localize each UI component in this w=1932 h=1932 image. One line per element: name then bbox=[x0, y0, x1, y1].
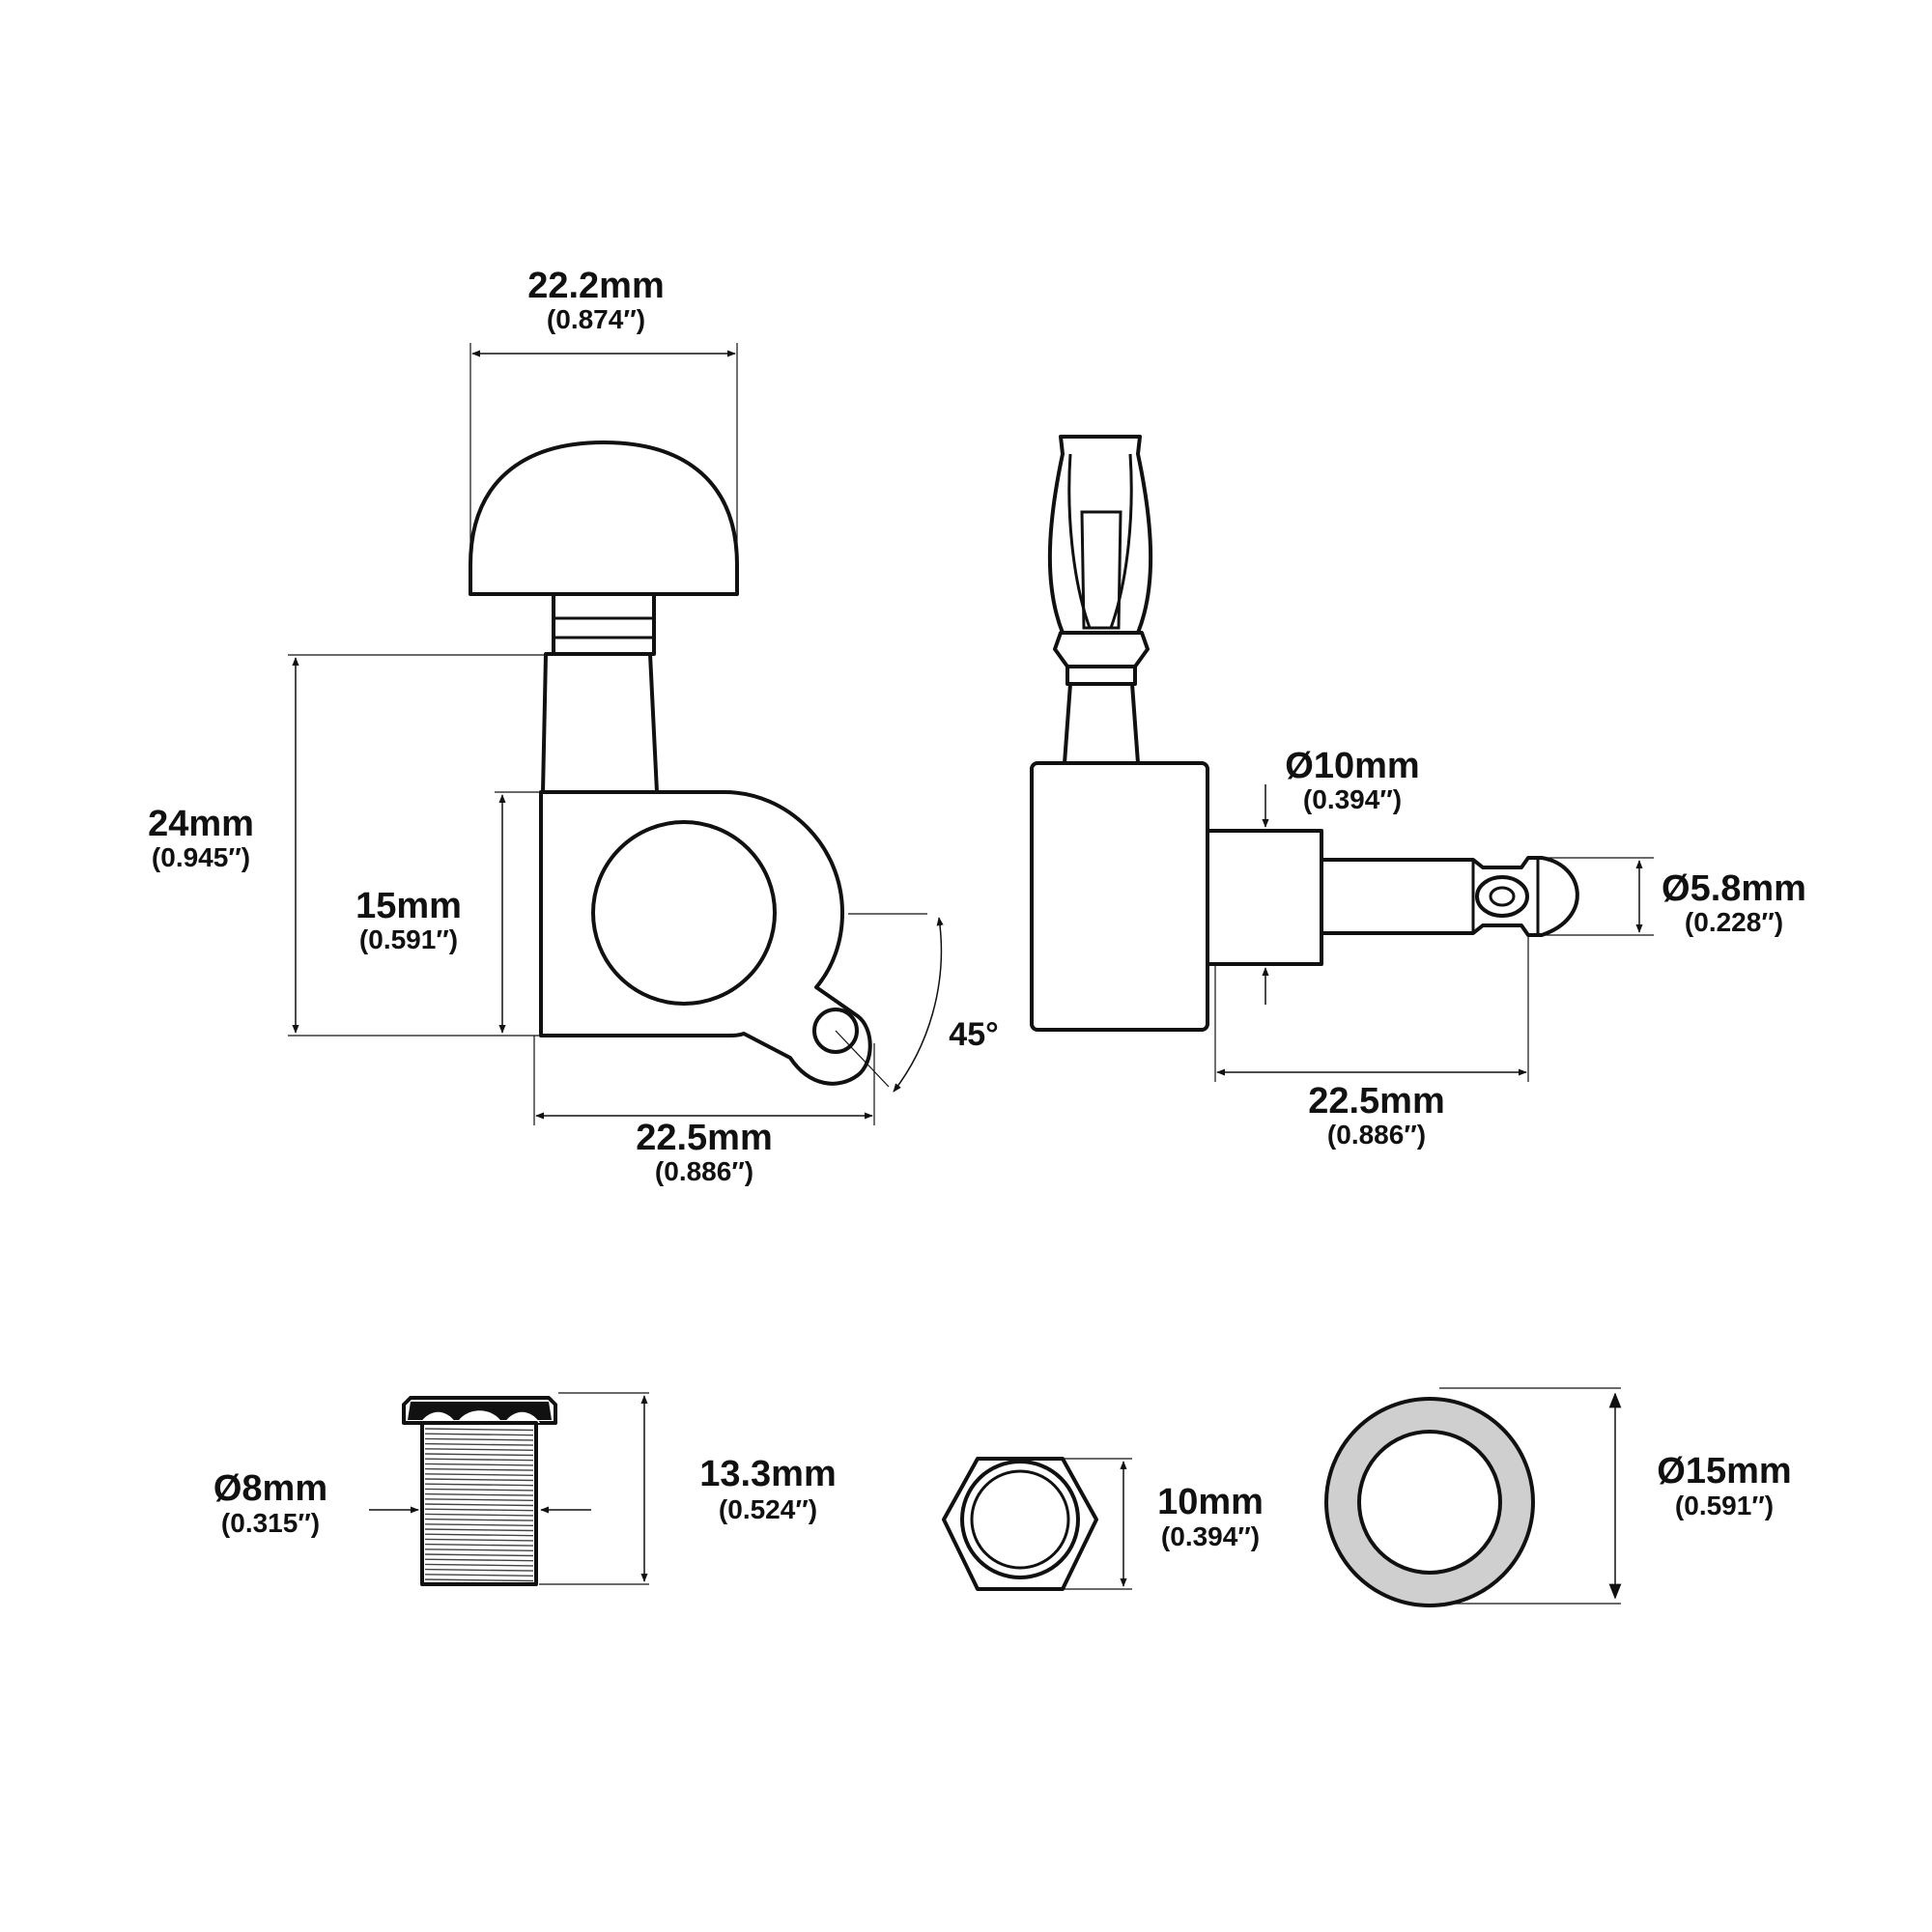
thread-line bbox=[424, 1553, 534, 1557]
thread-line bbox=[424, 1428, 534, 1432]
flange-notch bbox=[504, 1411, 540, 1423]
threaded-bushing: Ø8mm (0.315″) 13.3mm (0.524″) bbox=[213, 1392, 837, 1586]
thread-line bbox=[424, 1513, 534, 1517]
thread-line bbox=[424, 1538, 534, 1542]
key-inner-right bbox=[1109, 453, 1133, 629]
label-thread-length: 13.3mm bbox=[699, 1454, 837, 1494]
label-button-width: 22.2mm bbox=[527, 266, 665, 306]
label-housing-width: 22.5mm bbox=[636, 1118, 773, 1158]
thread-line bbox=[424, 1467, 534, 1471]
label-button-width-inch: (0.874″) bbox=[547, 304, 645, 334]
label-post-dia: Ø5.8mm bbox=[1662, 868, 1806, 909]
button-dome bbox=[469, 440, 739, 596]
string-hole-outer bbox=[1475, 875, 1529, 918]
thread-line bbox=[424, 1483, 534, 1487]
thread-line bbox=[424, 1523, 534, 1526]
side-shaft bbox=[1063, 682, 1140, 765]
extension-line bbox=[835, 1030, 890, 1088]
label-housing-height-inch: (0.591″) bbox=[359, 924, 458, 954]
label-thread-length-inch: (0.524″) bbox=[719, 1494, 817, 1524]
flange-notch bbox=[420, 1411, 456, 1423]
thread-line bbox=[424, 1528, 534, 1532]
flange-notch bbox=[457, 1410, 502, 1423]
gear-cap bbox=[591, 820, 777, 1006]
thread-line bbox=[424, 1442, 534, 1446]
key-neck bbox=[1065, 665, 1137, 686]
label-housing-width-inch: (0.886″) bbox=[655, 1156, 753, 1186]
label-angle: 45° bbox=[949, 1016, 998, 1053]
label-washer-dia-inch: (0.591″) bbox=[1675, 1491, 1774, 1520]
thread-line bbox=[424, 1563, 534, 1567]
button-collar bbox=[552, 592, 656, 656]
thread-line bbox=[424, 1568, 534, 1572]
thread-line bbox=[424, 1463, 534, 1466]
label-post-dia-inch: (0.228″) bbox=[1685, 907, 1783, 937]
thread-line bbox=[424, 1548, 534, 1551]
label-nut-size-inch: (0.394″) bbox=[1161, 1521, 1260, 1551]
thread-line bbox=[424, 1478, 534, 1482]
thread-line bbox=[424, 1473, 534, 1476]
thread-line bbox=[424, 1574, 534, 1577]
hex-nut-outer-ring bbox=[960, 1460, 1080, 1579]
thread-line bbox=[424, 1453, 534, 1457]
label-bushing-dia-inch: (0.394″) bbox=[1303, 784, 1402, 814]
thread-line bbox=[424, 1488, 534, 1492]
thread-line bbox=[424, 1433, 534, 1436]
hex-nut-inner-ring bbox=[970, 1469, 1070, 1570]
front-view: 22.2mm (0.874″) 24mm (0.945″) 15mm (0.59… bbox=[148, 266, 999, 1186]
side-view: Ø10mm (0.394″) Ø5.8mm (0.228″) 22.5mm (0… bbox=[1030, 435, 1806, 1150]
label-total-height-inch: (0.945″) bbox=[152, 842, 250, 872]
thread-line bbox=[424, 1533, 534, 1537]
thread-line bbox=[424, 1498, 534, 1501]
key-collar bbox=[1053, 631, 1150, 668]
label-thread-dia: Ø8mm bbox=[213, 1468, 327, 1509]
key-facet bbox=[1080, 510, 1122, 630]
washer-hole bbox=[1357, 1430, 1502, 1575]
button-shaft bbox=[541, 652, 659, 794]
label-bushing-dia: Ø10mm bbox=[1285, 746, 1419, 786]
thread-line bbox=[424, 1448, 534, 1451]
thread-line bbox=[424, 1508, 534, 1512]
label-post-length-inch: (0.886″) bbox=[1327, 1120, 1426, 1150]
label-total-height: 24mm bbox=[148, 804, 254, 844]
thread-line bbox=[424, 1518, 534, 1521]
hex-nut: 10mm (0.394″) bbox=[942, 1457, 1264, 1591]
washer: Ø15mm (0.591″) bbox=[1324, 1387, 1792, 1607]
label-nut-size: 10mm bbox=[1157, 1482, 1264, 1522]
thread-line bbox=[424, 1458, 534, 1462]
thread-line bbox=[424, 1578, 534, 1582]
label-housing-height: 15mm bbox=[355, 886, 462, 926]
bushing bbox=[1206, 829, 1323, 966]
label-post-length: 22.5mm bbox=[1308, 1081, 1445, 1122]
dim-arc-angle bbox=[893, 917, 944, 1093]
key-blade bbox=[1047, 435, 1153, 635]
thread-line bbox=[424, 1503, 534, 1507]
string-hole-inner bbox=[1489, 886, 1516, 907]
side-housing bbox=[1030, 761, 1209, 1032]
label-thread-dia-inch: (0.315″) bbox=[221, 1508, 320, 1538]
thread-line bbox=[424, 1492, 534, 1496]
thread-lines bbox=[424, 1428, 534, 1582]
label-washer-dia: Ø15mm bbox=[1657, 1451, 1791, 1492]
thread-line bbox=[424, 1437, 534, 1441]
thread-line bbox=[424, 1558, 534, 1562]
thread-line bbox=[424, 1543, 534, 1547]
